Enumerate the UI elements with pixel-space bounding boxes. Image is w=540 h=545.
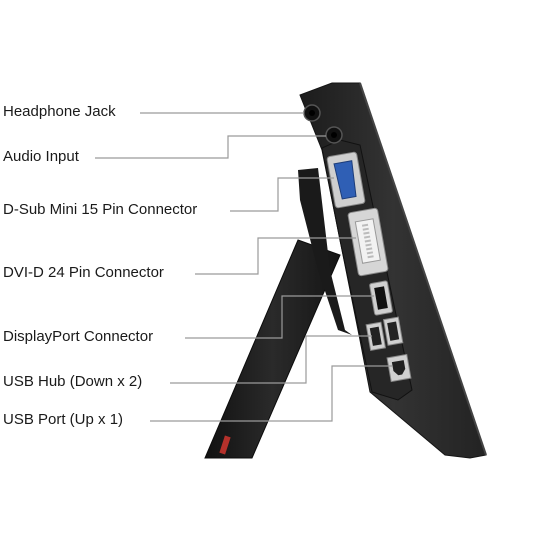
vga-port (326, 151, 366, 209)
label-usb-port-up: USB Port (Up x 1) (3, 411, 124, 428)
monitor-edge (359, 82, 487, 456)
label-dvi-connector: DVI-D 24 Pin Connector (3, 264, 164, 281)
headphone-jack-port (303, 104, 321, 122)
audio-input-port (325, 126, 343, 144)
stand-hinge (298, 168, 352, 335)
leader-line-dsub (230, 177, 334, 212)
displayport-port (369, 280, 393, 316)
leader-line-usbup (150, 365, 392, 422)
usb-up-port (386, 353, 412, 383)
label-usb-hub: USB Hub (Down x 2) (3, 373, 143, 390)
leader-line-audio (95, 135, 326, 159)
leader-line-usbhub (170, 335, 372, 384)
stand-accent (219, 435, 231, 455)
usb-hub-ports (365, 316, 404, 351)
label-displayport-connector: DisplayPort Connector (3, 328, 154, 345)
leader-line-dp (185, 295, 374, 339)
label-dsub-connector: D-Sub Mini 15 Pin Connector (3, 201, 198, 218)
dvi-port (347, 207, 389, 277)
label-audio-input: Audio Input (3, 148, 79, 165)
label-headphone-jack: Headphone Jack (3, 103, 116, 120)
leader-line-dvi (195, 237, 356, 275)
leader-lines (95, 112, 392, 422)
